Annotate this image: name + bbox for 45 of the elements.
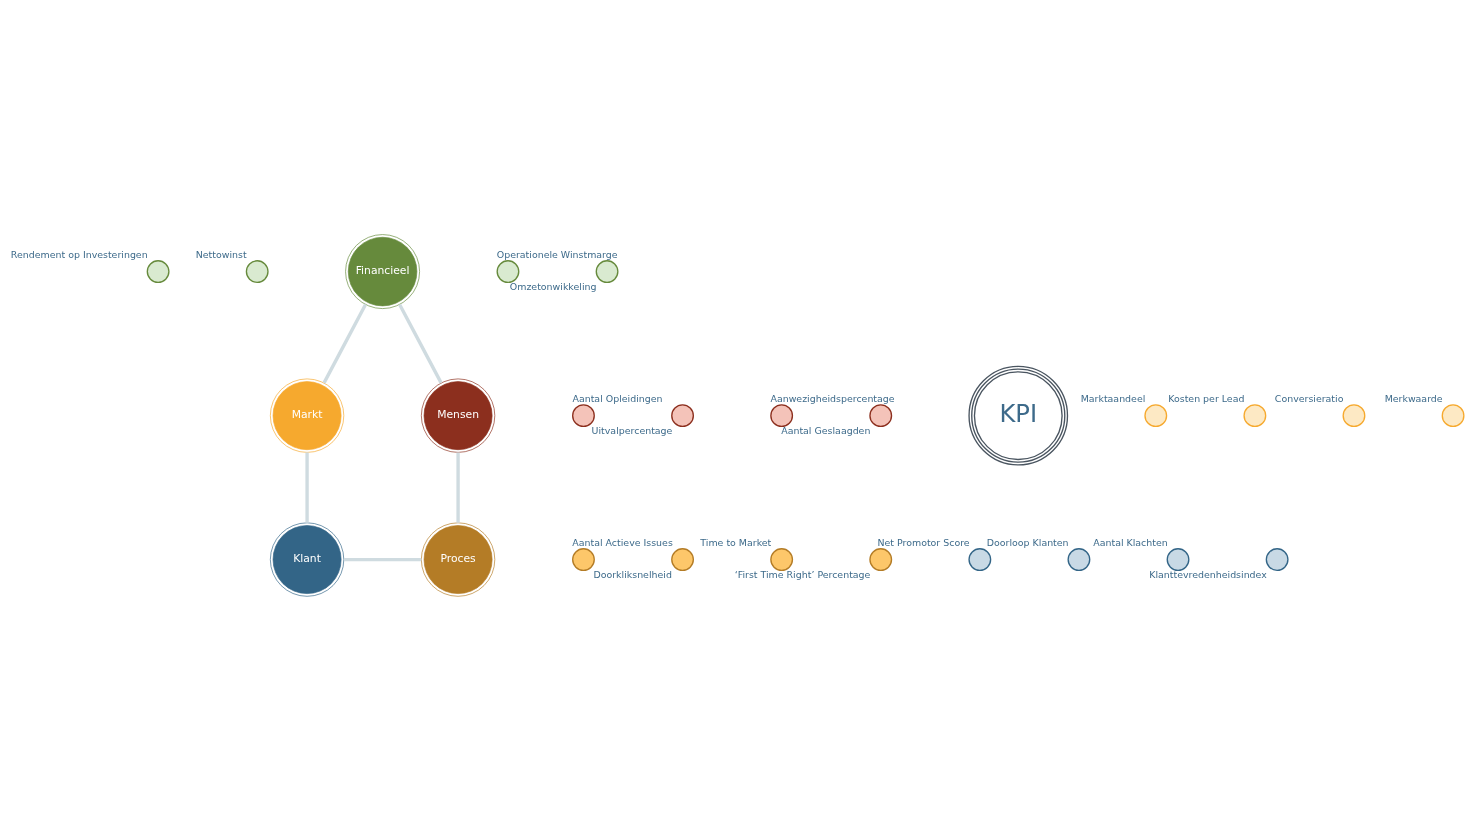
node-circle <box>770 547 794 571</box>
node-label: Rendement op Investeringen <box>10 248 148 260</box>
node-circle <box>1243 403 1267 427</box>
node-label: Kosten per Lead <box>1168 392 1245 404</box>
node-label: Net Promotor Score <box>877 536 970 548</box>
connector <box>305 452 309 523</box>
node-circle <box>1144 403 1168 427</box>
node-label: Uitvalpercentage <box>591 424 673 436</box>
node-label: ‘First Time Right’ Percentage <box>734 568 871 580</box>
node-label: Time to Market <box>700 536 772 548</box>
node-circle <box>968 547 992 571</box>
node-circle <box>245 259 269 283</box>
node-label: Aantal Actieve Issues <box>572 536 673 548</box>
node-circle <box>671 403 695 427</box>
node-circle <box>496 259 520 283</box>
node-circle <box>146 259 170 283</box>
node-circle <box>1166 547 1190 571</box>
node-label: Aantal Opleidingen <box>572 392 663 404</box>
node-label: Doorkliksnelheid <box>593 568 672 580</box>
node-label: Aantal Geslaagden <box>781 424 871 436</box>
node-circle <box>1067 547 1091 571</box>
node-label: Conversieratio <box>1274 392 1344 404</box>
connector <box>322 303 368 384</box>
connector <box>343 557 422 561</box>
connector <box>456 452 460 523</box>
node-label: Doorloop Klanten <box>986 536 1069 548</box>
connector <box>398 303 443 384</box>
node-circle <box>869 547 893 571</box>
node-circle <box>1441 403 1465 427</box>
node-label: Klanttevredenheidsindex <box>1149 568 1267 580</box>
node-label: Aantal Klachten <box>1093 536 1168 548</box>
node-circle <box>770 403 794 427</box>
node-label: Aanwezigheidspercentage <box>770 392 895 404</box>
node-circle <box>1265 547 1289 571</box>
node-circle <box>1342 403 1366 427</box>
node-label: Nettowinst <box>195 248 247 260</box>
node-circle <box>595 259 619 283</box>
node-circle <box>572 403 595 427</box>
node-circle <box>869 403 893 427</box>
node-label: Marktaandeel <box>1080 392 1146 404</box>
node-circle <box>671 547 695 571</box>
node-circle <box>572 547 595 571</box>
node-label: Operationele Winstmarge <box>496 248 618 260</box>
node-label: Omzetonwikkeling <box>509 280 597 292</box>
node-label: Merkwaarde <box>1384 392 1443 404</box>
